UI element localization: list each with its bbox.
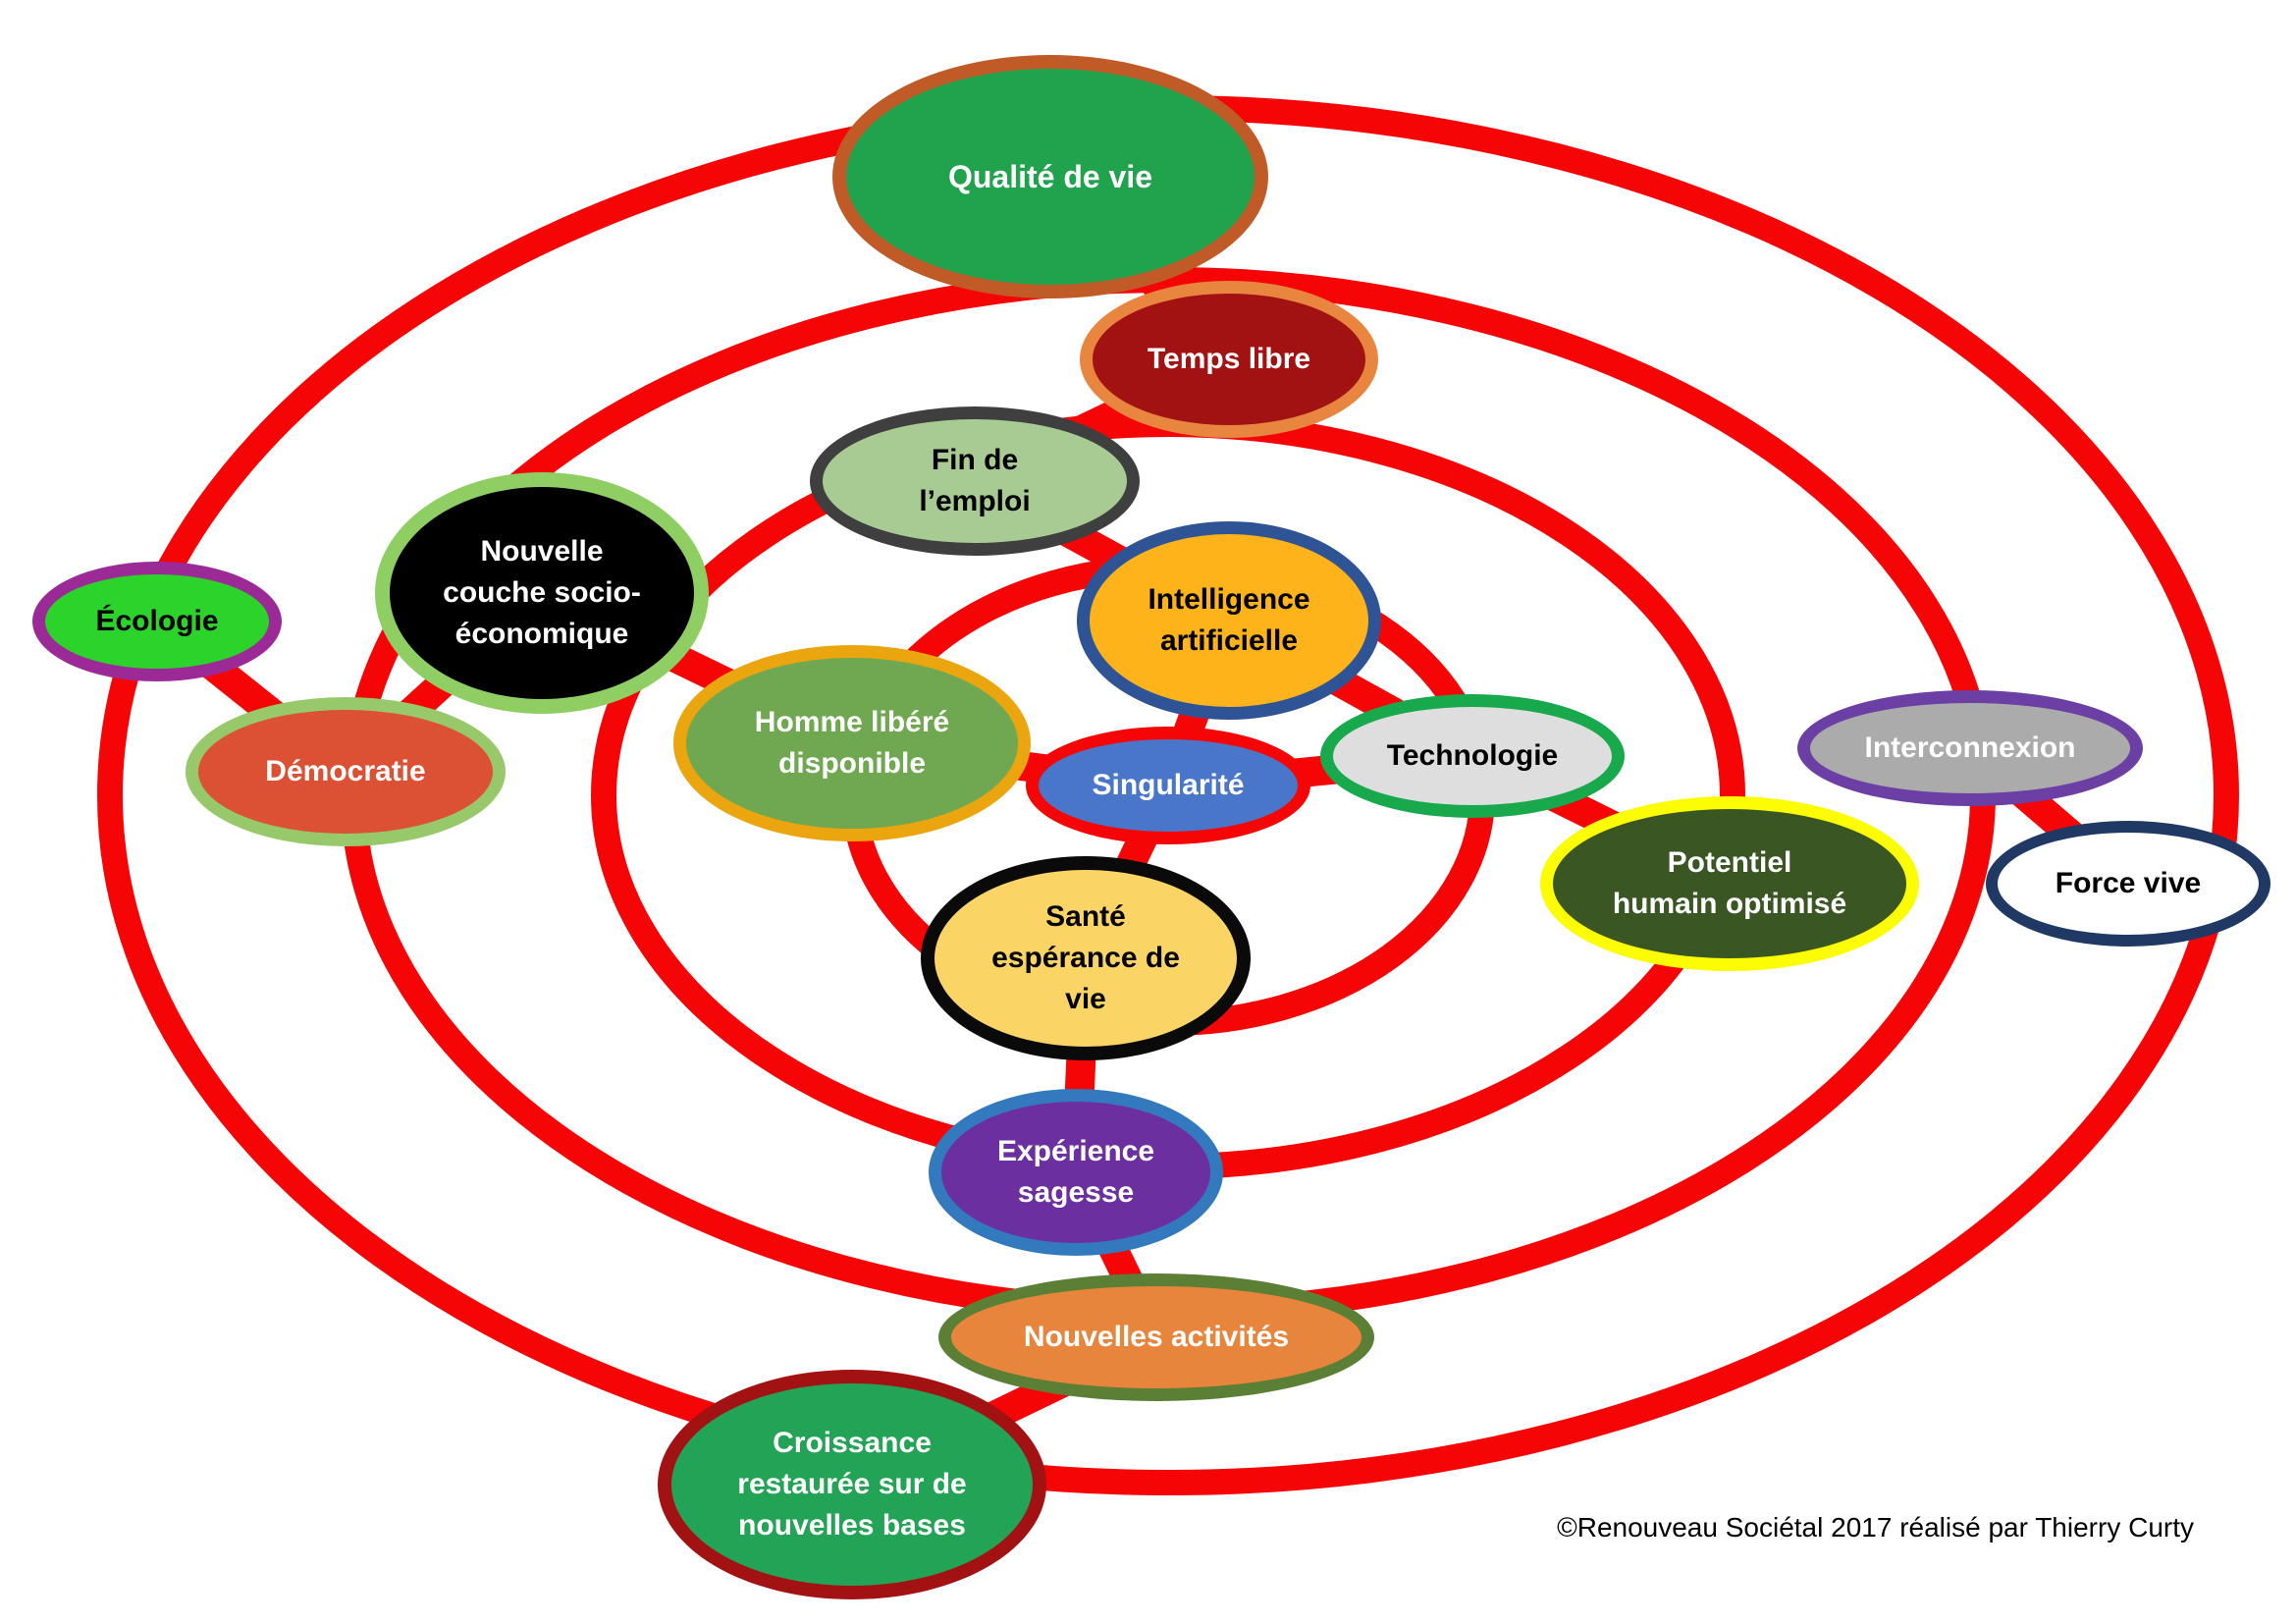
node-fin-de-lemploi: Fin de l’emploi (810, 406, 1140, 556)
node-experience-sagesse: Expérience sagesse (929, 1089, 1223, 1256)
node-label-homme-libere: Homme libéré disponible (754, 706, 950, 780)
node-qualite-de-vie: Qualité de vie (832, 55, 1268, 298)
node-label-nouvelle-couche: Nouvelle couche socio- économique (443, 535, 641, 650)
node-intelligence-artificielle: Intelligence artificielle (1077, 521, 1381, 720)
node-label-croissance: Croissance restaurée sur de nouvelles ba… (737, 1427, 967, 1542)
node-label-fin-de-lemploi: Fin de l’emploi (919, 444, 1031, 517)
node-label-democratie: Démocratie (265, 755, 426, 787)
node-ecologie: Écologie (32, 562, 282, 681)
node-sante-esperance: Santé espérance de vie (921, 856, 1251, 1060)
node-label-sante-esperance: Santé espérance de vie (991, 900, 1180, 1015)
copyright-text: ©Renouveau Sociétal 2017 réalisé par Thi… (1557, 1512, 2194, 1543)
node-label-temps-libre: Temps libre (1147, 343, 1311, 375)
node-nouvelles-activites: Nouvelles activités (938, 1273, 1374, 1401)
node-force-vive: Force vive (1986, 821, 2270, 947)
node-label-singularite: Singularité (1092, 769, 1245, 801)
node-nouvelle-couche: Nouvelle couche socio- économique (375, 472, 709, 714)
node-label-interconnexion: Interconnexion (1864, 731, 2076, 764)
node-label-ecologie: Écologie (95, 605, 219, 637)
node-label-nouvelles-activites: Nouvelles activités (1023, 1321, 1290, 1353)
node-label-potentiel-humain: Potentiel humain optimisé (1612, 846, 1847, 920)
node-homme-libere: Homme libéré disponible (673, 645, 1031, 841)
node-temps-libre: Temps libre (1080, 281, 1378, 438)
node-label-force-vive: Force vive (2055, 867, 2202, 899)
node-label-intelligence-artificielle: Intelligence artificielle (1148, 583, 1310, 657)
node-technologie: Technologie (1320, 694, 1625, 818)
node-potentiel-humain: Potentiel humain optimisé (1540, 796, 1919, 971)
node-democratie: Démocratie (186, 697, 506, 846)
node-label-technologie: Technologie (1386, 739, 1559, 772)
node-label-experience-sagesse: Expérience sagesse (996, 1135, 1155, 1209)
node-singularite: Singularité (1026, 727, 1310, 844)
node-interconnexion: Interconnexion (1797, 690, 2143, 806)
node-label-qualite-de-vie: Qualité de vie (947, 158, 1153, 194)
node-croissance: Croissance restaurée sur de nouvelles ba… (658, 1370, 1046, 1599)
